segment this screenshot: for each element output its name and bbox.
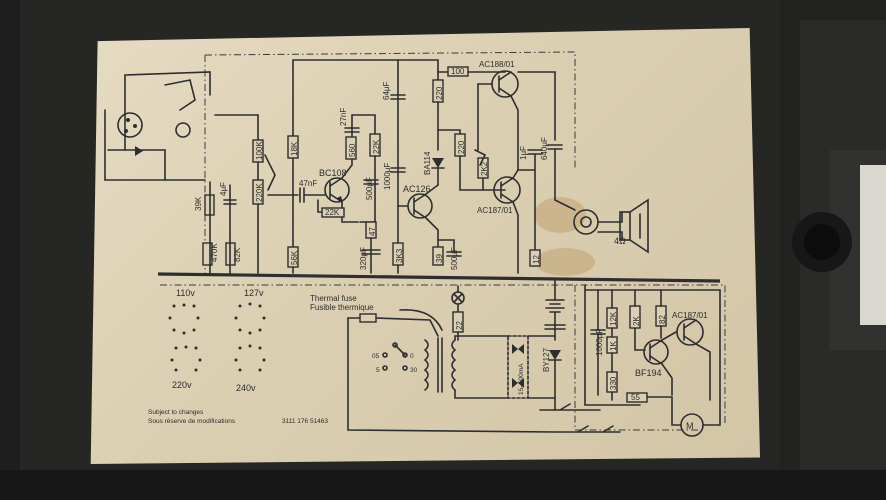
- label-110v: 110v: [176, 288, 195, 298]
- label-22k-b: 22K: [325, 208, 340, 217]
- resistor-470k: [202, 242, 213, 266]
- label-47nf: 47nF: [299, 179, 317, 188]
- resistor-560: [345, 136, 357, 160]
- label-22: 22: [455, 321, 464, 330]
- voltage-selector-110v: [168, 303, 200, 335]
- ground-bus: [157, 272, 721, 283]
- label-220k: 220K: [255, 183, 264, 202]
- label-100k: 100K: [255, 141, 264, 160]
- diode-by127: [549, 350, 561, 360]
- speaker-output: [573, 198, 649, 254]
- footer-part-number: 3111 176 51463: [282, 418, 328, 425]
- label-55: 55: [631, 393, 640, 402]
- label-82: 82: [658, 315, 667, 324]
- voltage-selector-127v: [234, 302, 266, 335]
- board-outline: [160, 284, 726, 425]
- label-speaker: 4Ω: [614, 236, 626, 246]
- input-connector: [104, 71, 211, 181]
- label-bf194: BF194: [635, 368, 662, 378]
- label-500uf-b: 500μF: [450, 247, 459, 270]
- label-fusible-thermique: Fusible thermique: [310, 303, 374, 312]
- water-stain: [534, 197, 586, 233]
- label-64uf: 64μF: [382, 81, 391, 100]
- label-100: 100: [451, 67, 465, 76]
- label-127v: 127v: [244, 288, 264, 298]
- label-330: 330: [609, 376, 618, 390]
- transistor-ac187-motor: [676, 318, 704, 346]
- label-82k: 82K: [233, 247, 242, 262]
- board-outline: [574, 285, 700, 431]
- label-by127: BY127: [542, 347, 551, 372]
- label-ac187-output: AC187/01: [477, 206, 513, 215]
- label-motor: M: [686, 421, 694, 431]
- transistor-ac187-output: [493, 176, 521, 204]
- label-ac187-motor: AC187/01: [672, 311, 708, 320]
- voltage-selector-240v: [234, 344, 266, 372]
- label-18k: 18K: [290, 141, 299, 156]
- transistor-ac126: [407, 193, 433, 219]
- label-selector-5: 5: [376, 367, 380, 374]
- label-640uf: 640μF: [540, 137, 549, 160]
- voltage-selector-switch: [382, 342, 408, 371]
- water-stain: [535, 248, 595, 276]
- transistor-bf194: [643, 339, 669, 365]
- label-220: 220: [435, 86, 444, 100]
- label-1000uf: 1000μF: [383, 163, 392, 190]
- transformer: [423, 337, 457, 393]
- label-selector-0: 0: [410, 353, 414, 360]
- footer-sous-reserve: Sous réserve de modifications: [148, 418, 236, 425]
- bridge-rectifier: [507, 335, 529, 399]
- label-2k: 2K: [632, 316, 641, 326]
- voltage-selector-220v: [170, 345, 202, 372]
- label-56k: 56K: [290, 250, 299, 265]
- diode-ba114: [432, 158, 444, 168]
- label-1k: 1K: [609, 341, 618, 351]
- label-27nf: 27nF: [339, 108, 348, 126]
- label-selector-05: 05: [372, 353, 380, 360]
- thermal-fuse: [359, 313, 377, 323]
- label-220v: 220v: [172, 380, 192, 390]
- label-12: 12: [532, 255, 541, 264]
- transistor-ac188: [491, 70, 519, 98]
- transistor-bc108: [324, 177, 350, 203]
- label-bc108: BC108: [319, 168, 347, 178]
- label-39: 39: [435, 254, 444, 263]
- resistor-39: [432, 246, 444, 266]
- label-240v: 240v: [236, 383, 256, 393]
- label-12k: 12K: [609, 311, 618, 326]
- label-22k: 22K: [372, 139, 381, 154]
- label-selector-30: 30: [410, 367, 418, 374]
- label-47: 47: [368, 227, 377, 236]
- resistor-100k: [252, 139, 264, 163]
- label-470k: 470K: [210, 243, 219, 262]
- label-ac188: AC188/01: [479, 60, 515, 69]
- label-320uf: 320μF: [359, 247, 368, 270]
- label-560: 560: [348, 143, 357, 157]
- footer-subject-to-changes: Subject to changes: [148, 409, 204, 416]
- resistor-56k: [287, 246, 299, 268]
- label-2k2: 2K2: [480, 161, 489, 176]
- label-fuse: 15–500mA: [518, 363, 525, 395]
- label-500uf: 500μF: [365, 177, 374, 200]
- label-3k3: 3K3: [395, 248, 404, 263]
- resistor-220k: [252, 179, 264, 205]
- label-1uf: 1μF: [519, 146, 528, 160]
- resistor-18k: [287, 135, 299, 159]
- label-ac126: AC126: [403, 184, 431, 194]
- label-4uf: 4μF: [219, 182, 228, 196]
- label-ba114: BA114: [423, 151, 432, 175]
- label-1000uf-b: 1000μF: [595, 329, 604, 356]
- label-39k: 39K: [194, 196, 203, 211]
- label-thermal-fuse: Thermal fuse: [310, 294, 357, 303]
- label-220b: 220: [457, 140, 466, 154]
- resistor-3k3: [392, 242, 404, 266]
- resistor-12: [529, 249, 541, 267]
